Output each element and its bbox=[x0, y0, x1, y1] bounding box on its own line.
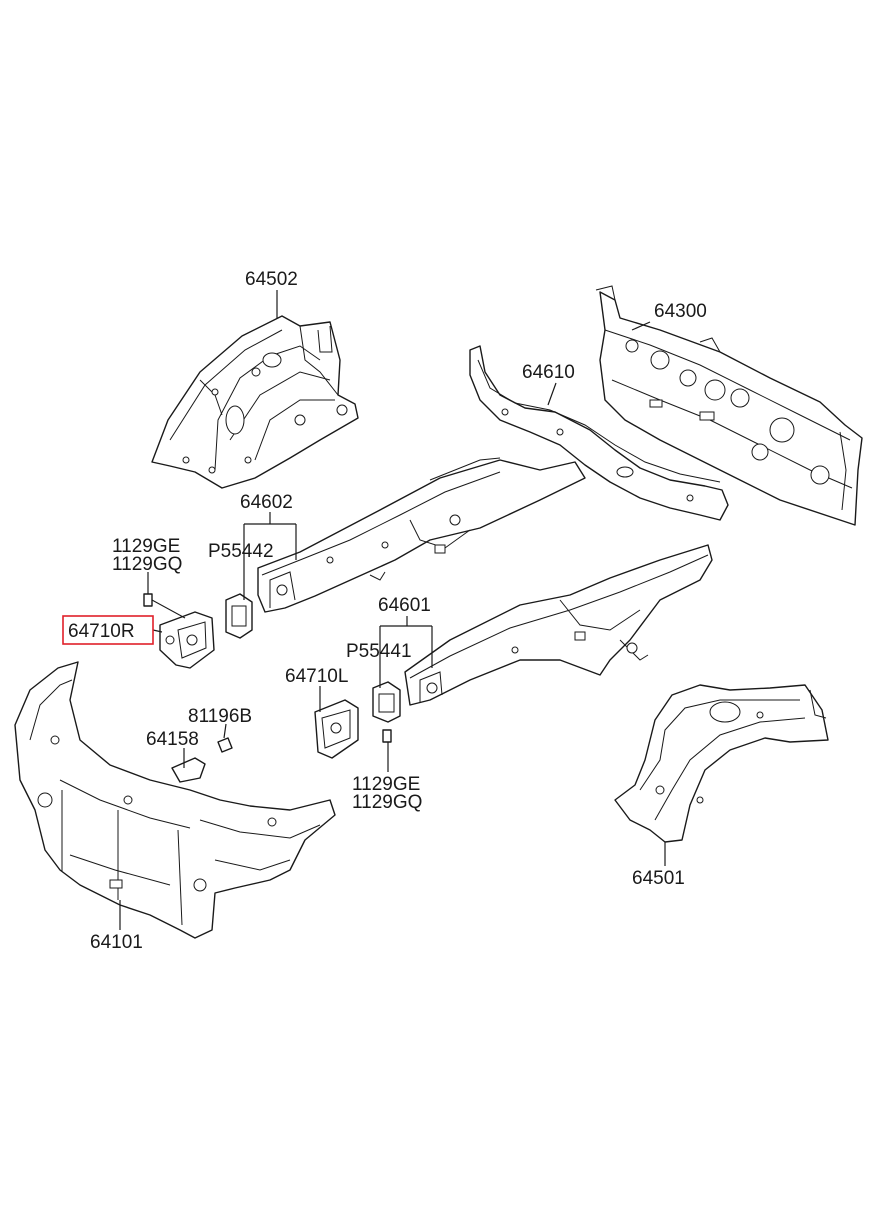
bolt-upper[interactable] bbox=[143, 593, 186, 619]
label-1129ge-upper[interactable]: 1129GE bbox=[112, 536, 180, 557]
leader-lines bbox=[119, 290, 666, 930]
label-64502[interactable]: 64502 bbox=[245, 269, 298, 290]
label-64158[interactable]: 64158 bbox=[146, 729, 199, 750]
part-p55441-bracket[interactable] bbox=[372, 681, 401, 723]
label-1129gq-upper[interactable]: 1129GQ bbox=[112, 554, 182, 575]
part-64101-carrier[interactable] bbox=[14, 661, 336, 939]
label-1129gq-lower[interactable]: 1129GQ bbox=[352, 792, 422, 813]
label-64610[interactable]: 64610 bbox=[522, 362, 575, 383]
label-64710l[interactable]: 64710L bbox=[285, 666, 348, 687]
label-1129ge-lower[interactable]: 1129GE bbox=[352, 774, 420, 795]
label-64300[interactable]: 64300 bbox=[654, 301, 707, 322]
label-64101[interactable]: 64101 bbox=[90, 932, 143, 953]
part-64300-dash-panel[interactable] bbox=[595, 285, 863, 526]
label-64710r[interactable]: 64710R bbox=[68, 621, 135, 642]
part-81196b-clip[interactable] bbox=[217, 737, 233, 753]
bolt-lower[interactable] bbox=[382, 729, 392, 743]
label-64501[interactable]: 64501 bbox=[632, 868, 685, 889]
highlight-box-64710r bbox=[62, 615, 154, 645]
label-64601[interactable]: 64601 bbox=[378, 595, 431, 616]
part-64610-cowl-member[interactable] bbox=[469, 345, 729, 521]
part-p55442-bracket[interactable] bbox=[225, 593, 253, 639]
part-64710r-bracket[interactable] bbox=[159, 611, 215, 669]
label-p55441[interactable]: P55441 bbox=[346, 641, 412, 662]
part-64502-wheelhouse[interactable] bbox=[151, 315, 359, 489]
part-64601-side-member[interactable] bbox=[404, 544, 713, 706]
label-64602[interactable]: 64602 bbox=[240, 492, 293, 513]
part-64710l-bracket[interactable] bbox=[314, 699, 359, 759]
part-64602-side-member[interactable] bbox=[257, 457, 586, 613]
part-64501-wheelhouse[interactable] bbox=[614, 684, 829, 843]
part-labels: 64502 64300 64610 64602 P55442 1129GE 11… bbox=[62, 269, 707, 953]
label-p55442[interactable]: P55442 bbox=[208, 541, 274, 562]
part-64158-bracket[interactable] bbox=[171, 757, 206, 783]
label-81196b[interactable]: 81196B bbox=[188, 706, 252, 727]
